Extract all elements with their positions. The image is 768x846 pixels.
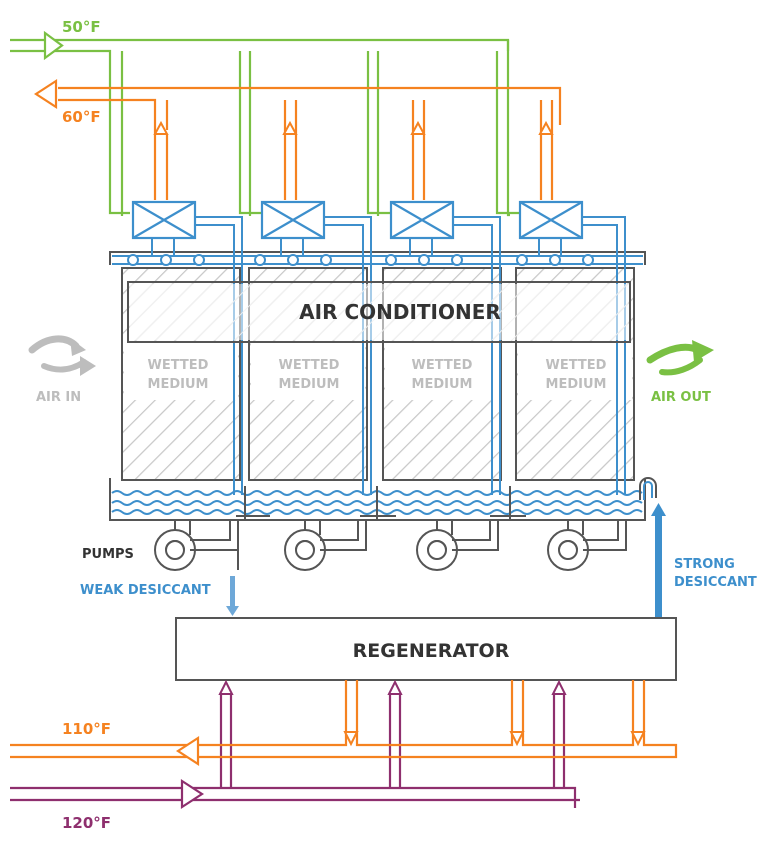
air-conditioner-title: AIR CONDITIONER: [299, 300, 501, 324]
air-in-label: AIR IN: [36, 390, 81, 405]
heat-exchanger-icon: [260, 200, 326, 240]
pump-icon: [284, 520, 367, 571]
supply-arrow-icon: [43, 30, 64, 61]
hot-supply-temp: 120°F: [62, 814, 111, 832]
cell-4-line1: WETTED: [546, 358, 607, 373]
pump-icon: [547, 520, 627, 571]
pumps-label: PUMPS: [82, 547, 134, 562]
desiccant-riser-pipes: [195, 216, 626, 495]
pump-icon: [154, 520, 239, 571]
weak-desiccant-arrow: [226, 576, 239, 616]
pump-icon: [416, 520, 499, 571]
chilled-water-supply-pipe: [10, 38, 520, 217]
heat-exchangers: [131, 200, 584, 240]
cell-labels: WETTED MEDIUM WETTED MEDIUM WETTED MEDIU…: [148, 358, 607, 392]
hot-supply-arrow-icon: [180, 778, 205, 810]
heat-exchanger-icon: [131, 200, 197, 240]
hot-return-arrow-icon: [175, 735, 200, 767]
hot-return-temp: 110°F: [62, 720, 111, 738]
cell-3-line2: MEDIUM: [412, 377, 473, 392]
cell-1-line1: WETTED: [148, 358, 209, 373]
cold-return-temp: 60°F: [62, 108, 101, 126]
spray-nozzles: [127, 254, 594, 266]
hot-water-supply-pipe: [10, 694, 580, 808]
sump-dividers: [236, 486, 526, 520]
cell-2-line2: MEDIUM: [279, 377, 340, 392]
strong-desiccant-riser: [639, 477, 666, 618]
return-up-arrows: [153, 120, 554, 135]
cell-4-line2: MEDIUM: [546, 377, 607, 392]
pumps: [154, 520, 627, 571]
strong-desiccant-line1: STRONG: [674, 557, 735, 572]
regenerator-box: [175, 617, 677, 681]
cold-supply-temp: 50°F: [62, 18, 101, 36]
heat-exchanger-icon: [518, 200, 584, 240]
weak-desiccant-label: WEAK DESICCANT: [80, 583, 211, 598]
cell-1-line2: MEDIUM: [148, 377, 209, 392]
hot-supply-up-arrows: [218, 679, 567, 695]
hot-water-return-pipe: [10, 680, 678, 759]
cell-2-line1: WETTED: [279, 358, 340, 373]
regenerator-label: REGENERATOR: [353, 640, 510, 662]
air-in-arrow-icon: [28, 335, 96, 376]
heat-exchanger-icon: [389, 200, 455, 240]
hot-return-down-arrows: [343, 731, 646, 747]
chilled-water-return-pipe: [58, 86, 562, 200]
return-arrow-icon: [33, 78, 58, 110]
air-out-label: AIR OUT: [651, 390, 711, 405]
air-out-arrow-icon: [646, 340, 714, 376]
cell-3-line1: WETTED: [412, 358, 473, 373]
strong-desiccant-line2: DESICCANT: [674, 575, 757, 590]
